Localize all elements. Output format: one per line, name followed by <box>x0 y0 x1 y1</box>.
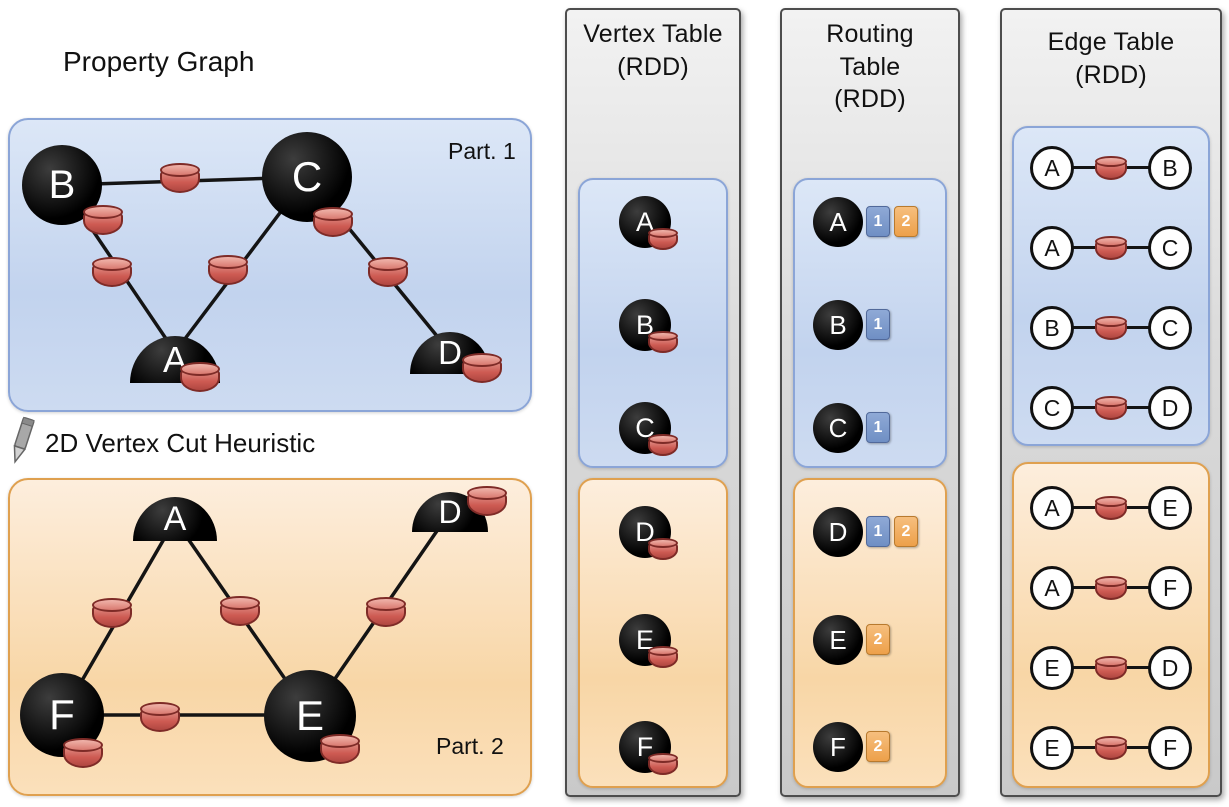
property-cylinder-icon <box>368 257 408 287</box>
property-cylinder-icon <box>648 646 678 668</box>
edge-dst-vertex: F <box>1148 726 1192 770</box>
edge-dst-vertex: B <box>1148 146 1192 190</box>
property-cylinder-icon <box>1095 496 1127 520</box>
property-cylinder-icon <box>140 702 180 732</box>
partition-badge: 2 <box>866 731 890 762</box>
property-cylinder-icon <box>208 255 248 285</box>
property-cylinder-icon <box>92 598 132 628</box>
property-cylinder-icon <box>92 257 132 287</box>
partition-2-label: Part. 2 <box>436 733 504 759</box>
property-cylinder-icon <box>1095 236 1127 260</box>
edge-dst-vertex: F <box>1148 566 1192 610</box>
property-cylinder-icon <box>467 486 507 516</box>
property-cylinder-icon <box>366 597 406 627</box>
property-cylinder-icon <box>648 228 678 250</box>
vertex-table-title: Vertex Table (RDD) <box>583 20 723 81</box>
routing-entry-B: B <box>813 300 863 350</box>
edge-table-title: Edge Table (RDD) <box>1047 28 1175 89</box>
property-cylinder-icon <box>1095 156 1127 180</box>
property-cylinder-icon <box>1095 576 1127 600</box>
property-cylinder-icon <box>313 207 353 237</box>
routing-entry-C: C <box>813 403 863 453</box>
partition-badge: 2 <box>894 516 918 547</box>
vertex-table-entry-E: E <box>619 614 671 666</box>
routing-entry-F: F <box>813 722 863 772</box>
partition-badge: 1 <box>866 309 890 340</box>
property-cylinder-icon <box>320 734 360 764</box>
routing-entry-E: E <box>813 615 863 665</box>
edge-src-vertex: E <box>1030 726 1074 770</box>
property-cylinder-icon <box>83 205 123 235</box>
routing-entry-D: D <box>813 507 863 557</box>
partition-badge: 1 <box>866 412 890 443</box>
property-cylinder-icon <box>1095 396 1127 420</box>
property-cylinder-icon <box>1095 656 1127 680</box>
edge-src-vertex: C <box>1030 386 1074 430</box>
edge-src-vertex: A <box>1030 486 1074 530</box>
property-cylinder-icon <box>648 331 678 353</box>
edge-src-vertex: A <box>1030 566 1074 610</box>
edge-dst-vertex: D <box>1148 646 1192 690</box>
vertex-cut-label: 2D Vertex Cut Heuristic <box>45 428 316 458</box>
partition-badge: 2 <box>894 206 918 237</box>
property-cylinder-icon <box>180 362 220 392</box>
property-cylinder-icon <box>160 163 200 193</box>
partition-badge: 2 <box>866 624 890 655</box>
property-graph-title: Property Graph <box>63 46 255 77</box>
partition-badge: 1 <box>866 516 890 547</box>
partition-badge: 1 <box>866 206 890 237</box>
pencil-icon <box>13 416 35 464</box>
property-cylinder-icon <box>1095 316 1127 340</box>
property-cylinder-icon <box>1095 736 1127 760</box>
edge-dst-vertex: D <box>1148 386 1192 430</box>
property-cylinder-icon <box>648 434 678 456</box>
edge-dst-vertex: E <box>1148 486 1192 530</box>
property-cylinder-icon <box>63 738 103 768</box>
edge-dst-vertex: C <box>1148 306 1192 350</box>
edge-src-vertex: B <box>1030 306 1074 350</box>
routing-entry-A: A <box>813 197 863 247</box>
edge-src-vertex: E <box>1030 646 1074 690</box>
edge-src-vertex: A <box>1030 226 1074 270</box>
edge-src-vertex: A <box>1030 146 1074 190</box>
property-cylinder-icon <box>648 538 678 560</box>
routing-table-title: Routing Table (RDD) <box>826 20 914 113</box>
edge-dst-vertex: C <box>1148 226 1192 270</box>
property-cylinder-icon <box>648 753 678 775</box>
property-cylinder-icon <box>462 353 502 383</box>
partition-1-label: Part. 1 <box>448 138 516 164</box>
property-cylinder-icon <box>220 596 260 626</box>
